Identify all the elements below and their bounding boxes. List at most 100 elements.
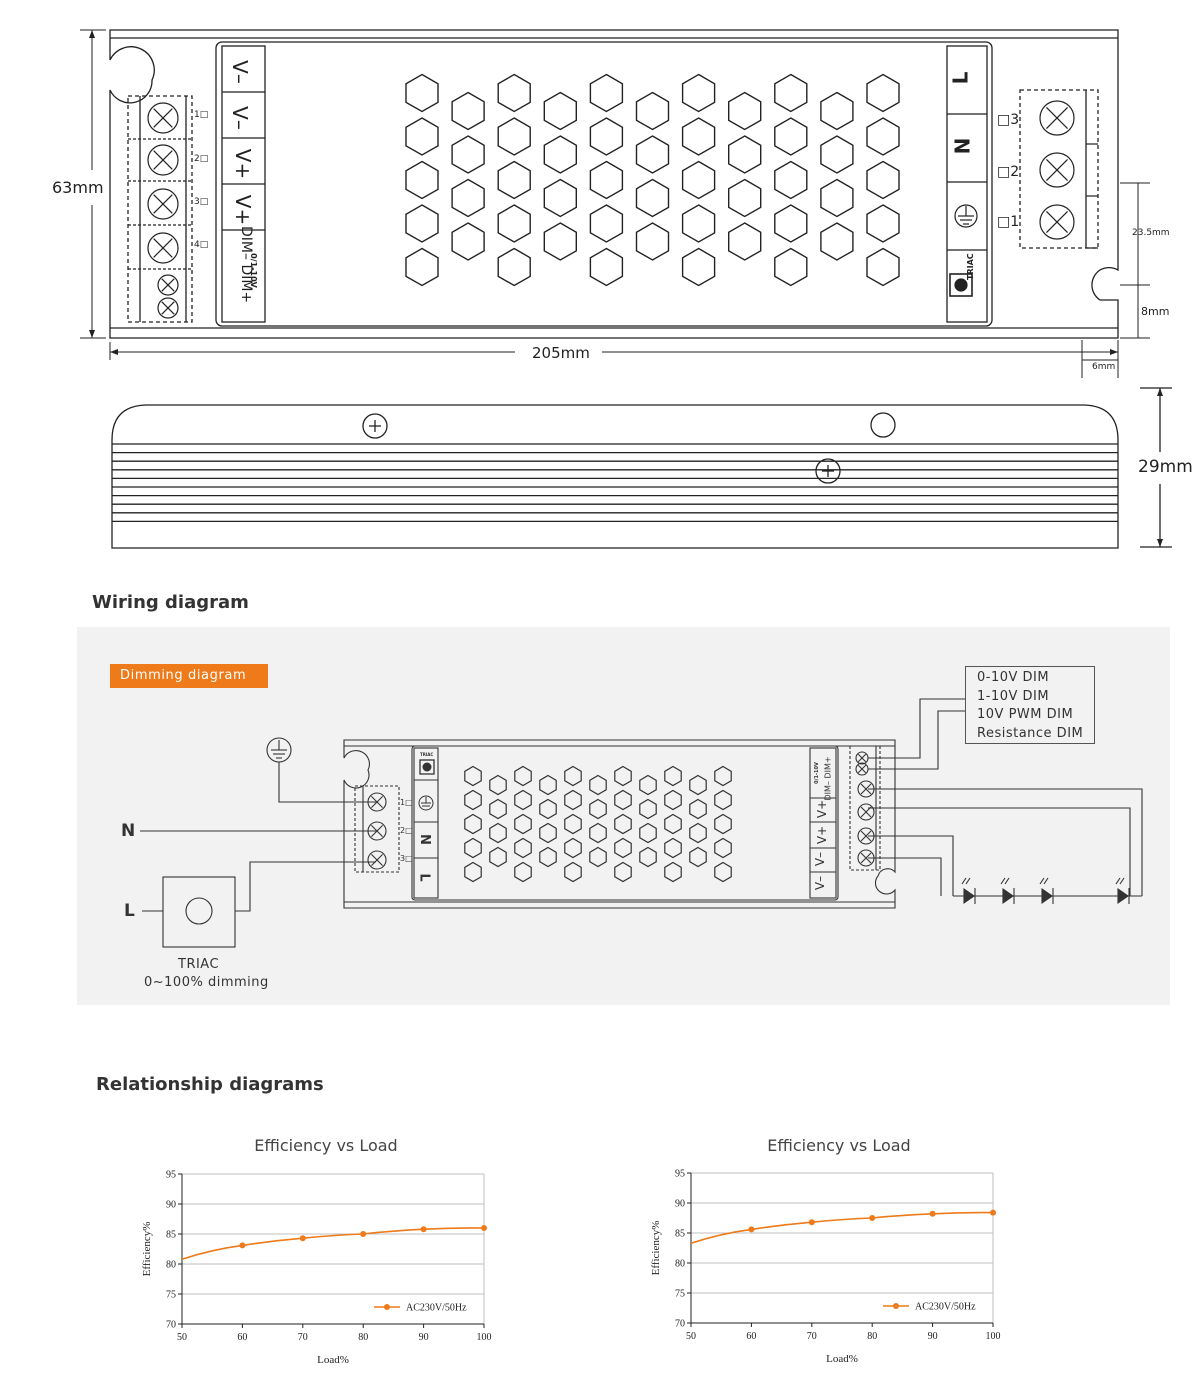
vent-hexagon	[543, 178, 577, 218]
vent-hexagon	[635, 91, 670, 131]
live-label: L	[124, 901, 135, 921]
vent-hexagon	[497, 73, 531, 113]
x-tick-label: 100	[477, 1332, 492, 1343]
vent-hexagon	[464, 789, 482, 811]
triac-caption: TRIAC	[178, 957, 220, 972]
vent-hexagon	[866, 73, 900, 113]
vent-hexagon	[614, 789, 632, 811]
vent-hexagon	[714, 789, 732, 811]
slot-height-label: 8mm	[1141, 305, 1170, 318]
vent-hexagon	[543, 135, 577, 174]
vent-hexagon	[635, 222, 670, 261]
vent-hexagon	[497, 160, 531, 200]
left-block-number: 4□	[194, 240, 209, 250]
vent-hexagon	[714, 765, 732, 787]
vent-hexagon	[614, 861, 632, 883]
vent-hexagon	[405, 117, 439, 156]
x-tick-label: 50	[686, 1331, 696, 1342]
vent-hexagon	[714, 813, 732, 835]
vent-hexagon	[489, 774, 507, 796]
terminal-pitch-label: 23.5mm	[1132, 228, 1170, 238]
y-axis-label: Efficiency%	[141, 1222, 153, 1277]
legend-marker	[893, 1303, 899, 1309]
data-point	[990, 1209, 996, 1216]
vent-hexagon	[639, 846, 657, 868]
driver-left-block-number: 1□	[400, 798, 413, 807]
dim-mode-pwm: 10V PWM DIM	[977, 707, 1074, 722]
vent-hexagon	[451, 91, 485, 131]
x-tick-label: 90	[928, 1331, 938, 1342]
led-diode	[1117, 887, 1129, 905]
vent-hexagon	[664, 813, 682, 835]
dim-mode-1-10v: 1-10V DIM	[977, 688, 1050, 704]
vent-hexagon	[539, 846, 557, 868]
y-tick-label: 80	[675, 1259, 685, 1270]
vent-hexagon	[714, 861, 732, 883]
vent-hexagon	[543, 222, 577, 261]
vent-hexagon	[514, 837, 532, 859]
vent-hexagon	[774, 204, 808, 243]
data-point	[239, 1242, 246, 1249]
vent-hexagon	[589, 117, 624, 156]
led-diode	[1002, 887, 1014, 905]
length-dimension-label: 205mm	[532, 344, 590, 362]
vent-hexagon	[664, 765, 682, 787]
vent-hexagon	[639, 798, 657, 820]
vent-hexagon	[728, 222, 762, 261]
data-point	[869, 1215, 876, 1221]
vent-hexagon	[405, 247, 439, 287]
vent-hexagon	[451, 222, 485, 261]
vent-hexagon	[820, 178, 854, 218]
x-tick-label: 70	[298, 1332, 308, 1343]
vent-hexagon	[681, 117, 716, 156]
vent-hexagon	[589, 160, 624, 200]
right-block-number: □3	[997, 112, 1020, 128]
dim-mode-0-10v: 0-10V DIM	[977, 670, 1050, 685]
vent-hexagon	[774, 160, 808, 200]
x-tick-label: 80	[358, 1332, 368, 1343]
y-tick-label: 75	[166, 1290, 176, 1301]
led-diode	[963, 887, 975, 905]
left-block-number: 2□	[194, 154, 209, 164]
vent-hexagon	[614, 813, 632, 835]
vent-hexagon	[728, 91, 762, 131]
vent-hexagon	[451, 178, 485, 218]
data-point	[481, 1225, 487, 1231]
vent-hexagon	[543, 91, 577, 131]
right-block-number: □1	[997, 214, 1020, 230]
vent-hexagon	[514, 765, 532, 787]
vent-hexagon	[689, 798, 707, 820]
vent-hexagon	[689, 774, 707, 796]
vent-hexagon	[728, 135, 762, 174]
legend-label: AC230V/50Hz	[915, 1302, 976, 1313]
data-point	[360, 1231, 367, 1237]
vent-hexagon	[489, 822, 507, 844]
vent-hexagon	[464, 861, 482, 883]
vent-hexagon	[714, 837, 732, 859]
vent-hexagon	[464, 813, 482, 835]
vent-hexagon	[489, 846, 507, 868]
led-diode	[1041, 887, 1053, 905]
vent-hexagon	[405, 73, 439, 113]
y-tick-label: 90	[166, 1200, 176, 1211]
vent-hexagon	[464, 765, 482, 787]
legend-label: AC230V/50Hz	[406, 1303, 467, 1314]
vent-hexagon	[728, 178, 762, 218]
wiring-section-title: Wiring diagram	[92, 592, 249, 613]
left-block-number: 1□	[194, 110, 209, 120]
vent-hexagon	[664, 861, 682, 883]
vent-hexagon	[681, 247, 716, 287]
triac-dimming-caption: 0~100% dimming	[144, 975, 269, 990]
vent-hexagon	[489, 798, 507, 820]
vent-hexagon	[451, 135, 485, 174]
vent-hexagon	[774, 247, 808, 287]
chart-1-title: Efficiency vs Load	[254, 1136, 398, 1155]
vent-hexagon	[497, 204, 531, 243]
vent-hexagon	[689, 822, 707, 844]
vent-hexagon	[589, 774, 607, 796]
series-line	[181, 1227, 485, 1260]
vent-hexagon	[664, 837, 682, 859]
vent-hexagon	[564, 861, 582, 883]
dim-modes-box: 0-10V DIM 1-10V DIM 10V PWM DIM Resistan…	[965, 666, 1095, 744]
